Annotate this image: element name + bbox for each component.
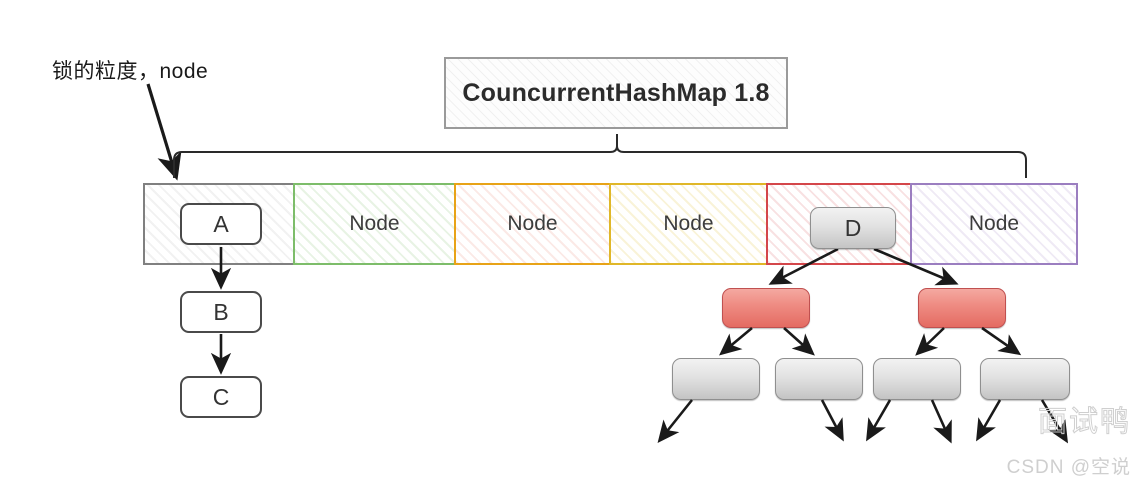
arrow-leaf-5: [976, 399, 1002, 442]
tree-node-gray-1[interactable]: [672, 358, 760, 400]
hash-array: Node Node Node Node: [143, 183, 1078, 265]
title-box: CouncurrentHashMap 1.8: [444, 57, 788, 129]
arrow-leaf-2: [820, 399, 844, 442]
linked-list-node-c[interactable]: C: [180, 376, 262, 418]
tree-node-gray-2[interactable]: [775, 358, 863, 400]
watermark-csdn: CSDN @空说: [1006, 457, 1131, 478]
linked-list-node-b[interactable]: B: [180, 291, 262, 333]
array-cell-label: Node: [663, 212, 714, 235]
tree-root-node-d[interactable]: D: [810, 207, 896, 249]
tree-node-red-1[interactable]: [722, 288, 810, 328]
arrow-red1-to-gray2: [783, 327, 815, 356]
array-cell-4[interactable]: Node: [609, 183, 768, 265]
arrow-leaf-3: [866, 399, 892, 442]
array-cell-label: Node: [507, 212, 558, 235]
arrow-red2-to-gray3: [915, 327, 945, 356]
linked-list-node-a[interactable]: A: [180, 203, 262, 245]
arrow-leaf-1: [657, 399, 694, 444]
arrow-red1-to-gray1: [719, 327, 753, 356]
annotation-arrow: [146, 83, 182, 181]
page-title: CouncurrentHashMap 1.8: [462, 78, 770, 107]
array-cell-6[interactable]: Node: [910, 183, 1078, 265]
array-cell-label: Node: [968, 212, 1020, 235]
lock-granularity-label: 锁的粒度，node: [52, 60, 209, 83]
tree-node-red-2[interactable]: [918, 288, 1006, 328]
tree-node-gray-3[interactable]: [873, 358, 961, 400]
array-span-brace: [173, 134, 1027, 178]
array-cell-label: Node: [349, 212, 400, 235]
array-cell-2[interactable]: Node: [293, 183, 456, 265]
arrow-red2-to-gray4: [981, 326, 1022, 356]
arrow-leaf-4: [930, 399, 952, 444]
tree-node-gray-4[interactable]: [980, 358, 1070, 400]
array-cell-3[interactable]: Node: [454, 183, 611, 265]
watermark-outline: 面试鸭: [1037, 406, 1131, 439]
